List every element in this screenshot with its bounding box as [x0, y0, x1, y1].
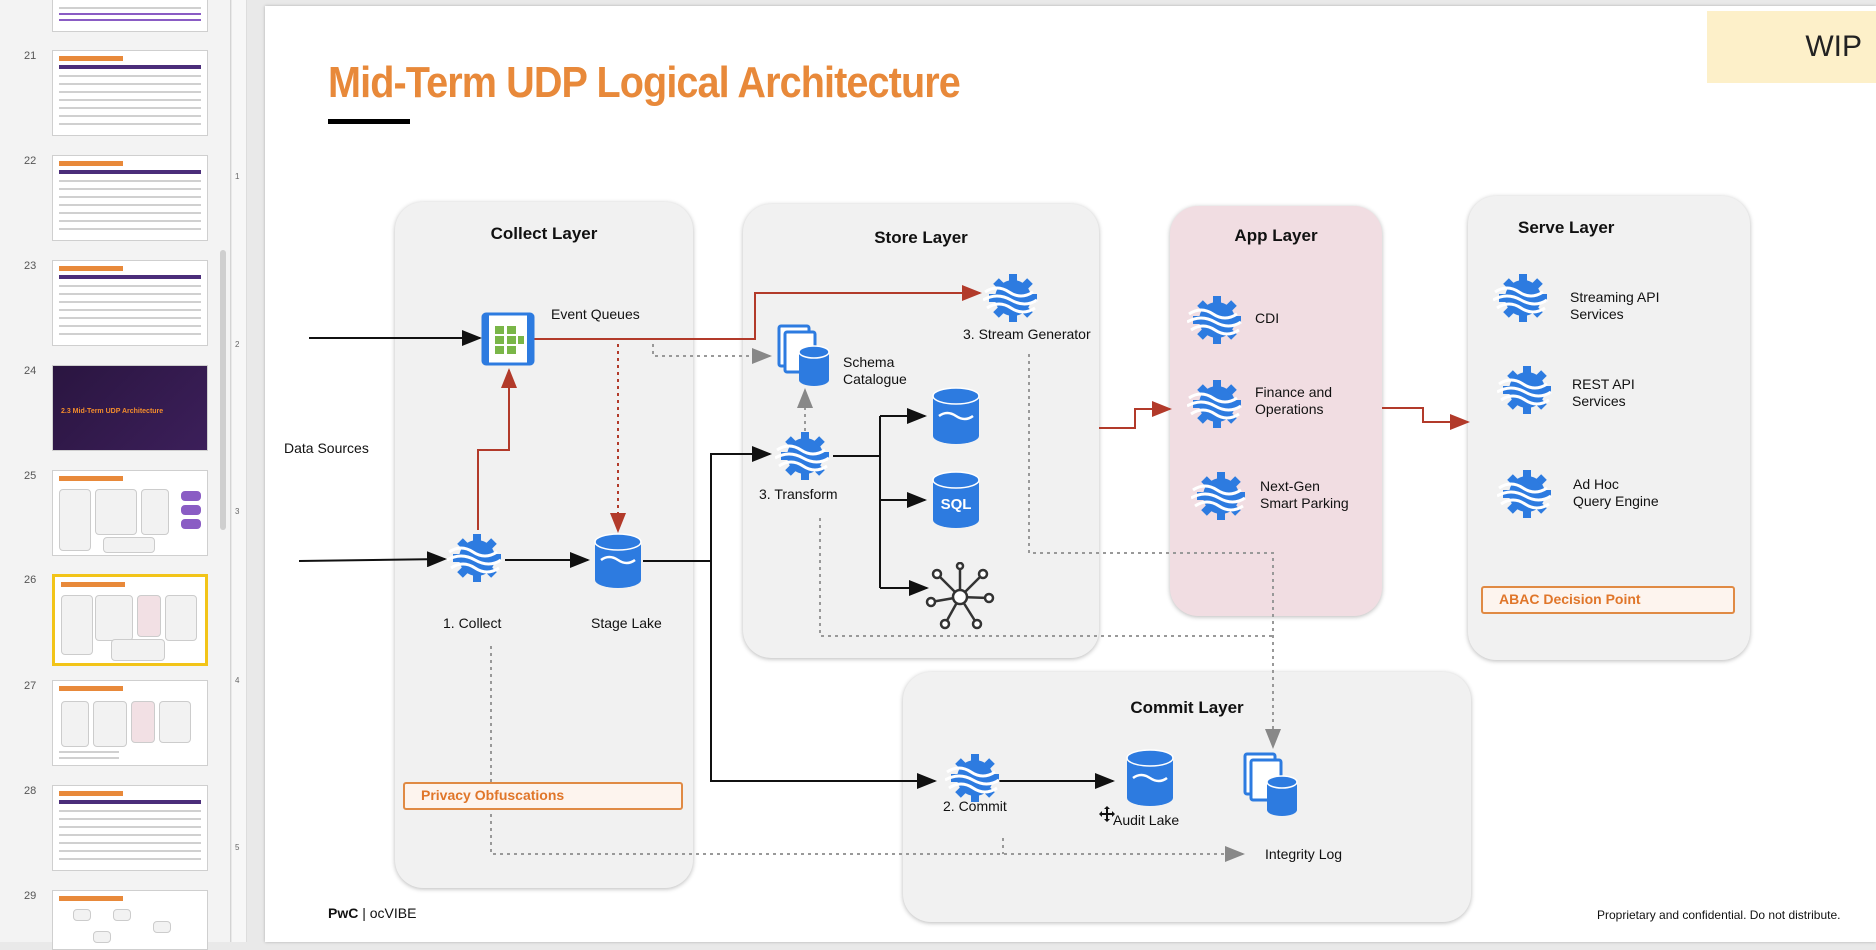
- streaming-api-icon[interactable]: [1492, 274, 1553, 324]
- data-lake-icon[interactable]: [931, 386, 981, 446]
- slide-thumbnail-26[interactable]: [52, 574, 208, 666]
- ruler-mark: 4: [235, 676, 240, 685]
- product-name: ocVIBE: [369, 905, 417, 921]
- schema-catalogue-icon[interactable]: [777, 324, 833, 388]
- slide-number: 23: [24, 260, 37, 272]
- stream-generator-icon[interactable]: [982, 274, 1043, 324]
- collect-label: 1. Collect: [443, 615, 502, 631]
- ruler-mark: 2: [235, 340, 240, 349]
- slide-number: 22: [24, 155, 37, 167]
- slide-thumbnail-21[interactable]: [52, 50, 208, 136]
- stream-generator-label: 3. Stream Generator: [963, 326, 1091, 342]
- ruler-mark: 3: [235, 507, 240, 516]
- move-cursor-icon: [1099, 806, 1115, 822]
- event-queue-icon[interactable]: [481, 312, 535, 366]
- store-layer-title: Store Layer: [874, 228, 968, 247]
- wip-badge: WIP: [1707, 11, 1876, 83]
- abac-decision-point-box[interactable]: ABAC Decision Point: [1481, 586, 1735, 614]
- integrity-log-icon[interactable]: [1243, 752, 1301, 818]
- slide-thumbnail-22[interactable]: [52, 155, 208, 241]
- slide-number: 28: [24, 785, 37, 797]
- serve-item-label: Streaming API Services: [1570, 289, 1660, 322]
- transform-label: 3. Transform: [759, 486, 838, 502]
- schema-catalogue-label: Schema Catalogue: [843, 354, 907, 387]
- app-item-label: CDI: [1255, 310, 1280, 326]
- commit-label: 2. Commit: [943, 798, 1007, 814]
- slide-number: 27: [24, 680, 37, 692]
- slide-canvas[interactable]: Mid-Term UDP Logical Architecture WIP Co…: [265, 6, 1876, 942]
- footer-brand: PwC | ocVIBE: [328, 905, 416, 921]
- commit-layer-title: Commit Layer: [1130, 698, 1244, 717]
- slide-number: 21: [24, 50, 37, 62]
- slide-thumbnail-25[interactable]: [52, 470, 208, 556]
- confidentiality-notice: Proprietary and confidential. Do not dis…: [1597, 908, 1841, 922]
- serve-layer-title: Serve Layer: [1518, 218, 1615, 237]
- event-queues-label: Event Queues: [551, 306, 640, 322]
- serve-item-label: REST API Services: [1572, 376, 1635, 409]
- serve-layer-panel[interactable]: Serve Layer: [1468, 196, 1750, 660]
- ruler-mark: 1: [235, 172, 240, 181]
- app-layer-panel[interactable]: App Layer: [1170, 206, 1382, 616]
- vertical-ruler: 1 2 3 4 5: [232, 0, 247, 942]
- slide-thumbnail-24[interactable]: 2.3 Mid-Term UDP Architecture: [52, 365, 208, 451]
- brand-separator: |: [358, 905, 370, 921]
- query-engine-icon[interactable]: [1496, 470, 1557, 520]
- slide-number: 29: [24, 890, 37, 902]
- slide-thumbnail-28[interactable]: [52, 785, 208, 871]
- audit-lake-label: Audit Lake: [1113, 812, 1180, 828]
- app-item-label: Finance and Operations: [1255, 384, 1333, 417]
- slide-thumbnail-20[interactable]: [52, 0, 208, 32]
- slide-thumbnail-pane[interactable]: 21 22 23 24 2.3 Mid-Term UDP Architectur…: [0, 0, 231, 950]
- brand-name: PwC: [328, 905, 359, 921]
- collect-stream-icon[interactable]: [446, 534, 507, 584]
- slide-thumbnail-29[interactable]: [52, 890, 208, 950]
- stage-lake-label: Stage Lake: [591, 615, 662, 631]
- slide-thumbnail-27[interactable]: [52, 680, 208, 766]
- graph-network-icon[interactable]: [925, 561, 995, 632]
- cdi-stream-icon[interactable]: [1186, 296, 1247, 346]
- slide-number: 25: [24, 470, 37, 482]
- connector-lines: [298, 285, 1470, 862]
- stage-lake-icon[interactable]: [593, 532, 643, 590]
- transform-icon[interactable]: [774, 432, 835, 482]
- smart-parking-stream-icon[interactable]: [1190, 472, 1251, 522]
- rest-api-icon[interactable]: [1496, 366, 1557, 416]
- privacy-obfuscations-box[interactable]: Privacy Obfuscations: [403, 782, 683, 810]
- thumbnail-scrollbar[interactable]: [220, 250, 226, 530]
- slide-thumbnail-23[interactable]: [52, 260, 208, 346]
- collect-layer-title: Collect Layer: [490, 224, 598, 243]
- slide-number: 24: [24, 365, 37, 377]
- slide-number: 26: [24, 574, 37, 586]
- serve-item-label: Ad Hoc Query Engine: [1573, 476, 1659, 509]
- audit-lake-icon[interactable]: [1125, 748, 1175, 808]
- finance-operations-stream-icon[interactable]: [1186, 380, 1247, 430]
- thumbnail-caption: 2.3 Mid-Term UDP Architecture: [61, 408, 164, 415]
- commit-stream-icon[interactable]: [944, 754, 1005, 804]
- app-layer-title: App Layer: [1234, 226, 1318, 245]
- sql-database-icon[interactable]: SQL: [931, 470, 981, 530]
- app-item-label: Next-Gen Smart Parking: [1260, 478, 1349, 511]
- collect-layer-panel[interactable]: Collect Layer: [395, 202, 693, 888]
- ruler-mark: 5: [235, 843, 240, 852]
- sql-label: SQL: [940, 496, 972, 513]
- integrity-log-label: Integrity Log: [1265, 846, 1343, 862]
- commit-layer-panel[interactable]: Commit Layer: [903, 672, 1471, 922]
- title-underline: [328, 119, 410, 124]
- slide-title[interactable]: Mid-Term UDP Logical Architecture: [328, 58, 961, 107]
- data-sources-label: Data Sources: [284, 440, 369, 456]
